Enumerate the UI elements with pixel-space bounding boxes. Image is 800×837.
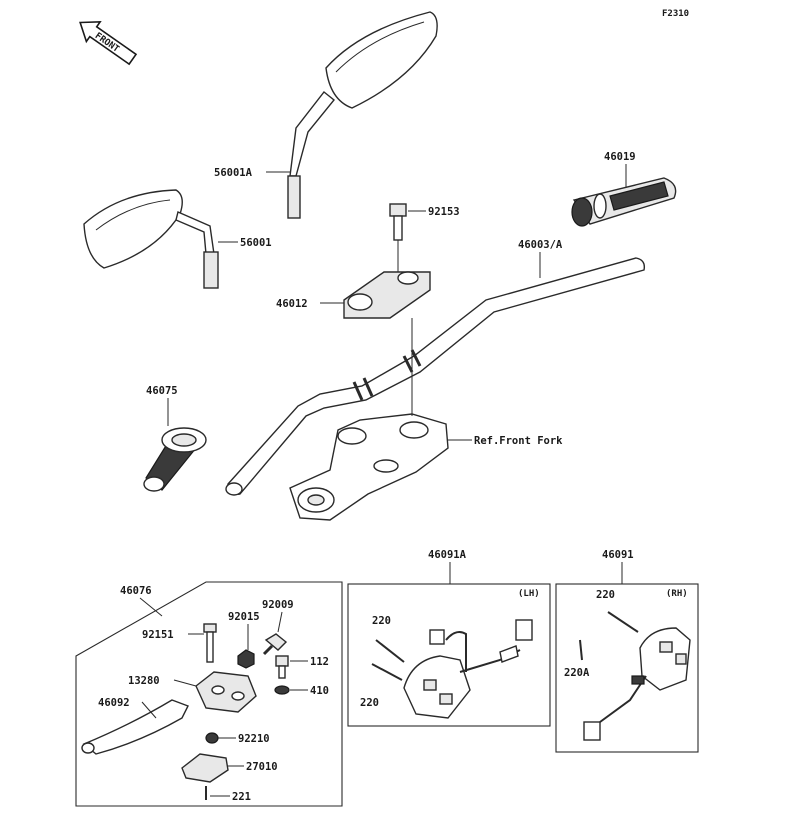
front-arrow-icon: FRONT — [79, 20, 138, 66]
figure-id: F2310 — [662, 9, 689, 19]
handlebar-46003a — [225, 257, 646, 496]
label-ref-front-fork: Ref.Front Fork — [474, 435, 563, 447]
bolt-112 — [275, 655, 289, 679]
label-46091: 46091 — [602, 549, 634, 561]
label-221: 221 — [232, 791, 251, 803]
label-220-rh: 220 — [596, 589, 615, 601]
screw-220-lh-bottom — [371, 663, 403, 681]
label-220-lh-bottom: 220 — [360, 697, 379, 709]
front-fork-clamp — [289, 413, 449, 521]
label-56001a: 56001A — [214, 167, 253, 179]
label-27010: 27010 — [246, 761, 278, 773]
label-46075: 46075 — [146, 385, 178, 397]
label-92009: 92009 — [262, 599, 294, 611]
label-46076: 46076 — [120, 585, 152, 597]
label-92015: 92015 — [228, 611, 260, 623]
label-92210: 92210 — [238, 733, 270, 745]
switch-lh-box — [347, 583, 551, 727]
label-rh-side: (RH) — [666, 589, 688, 599]
screw-220-lh-top — [375, 639, 405, 663]
label-410: 410 — [310, 685, 329, 697]
screw-220-rh — [607, 611, 639, 633]
grip-right-46019 — [571, 177, 677, 227]
handlebar-holder-46012 — [343, 271, 431, 319]
label-46012: 46012 — [276, 298, 308, 310]
switch-rh-46091 — [583, 627, 691, 741]
lever-assy-box — [75, 581, 343, 807]
label-13280: 13280 — [128, 675, 160, 687]
label-46092: 46092 — [98, 697, 130, 709]
label-56001: 56001 — [240, 237, 272, 249]
switch-rh-box — [555, 583, 699, 753]
label-46091a: 46091A — [428, 549, 467, 561]
washer-410 — [274, 685, 290, 695]
label-112: 112 — [310, 656, 329, 668]
label-92151: 92151 — [142, 629, 174, 641]
mirror-left — [83, 189, 219, 289]
screw-220a-rh — [579, 639, 583, 661]
grip-left-46075 — [143, 427, 207, 492]
label-220a-rh: 220A — [564, 667, 590, 679]
mirror-right — [287, 11, 438, 219]
clamp-27010 — [181, 753, 229, 783]
bolt-92151 — [203, 623, 217, 663]
lever-46092 — [81, 699, 189, 755]
lever-holder-13280 — [195, 671, 257, 713]
switch-lh-46091a — [403, 619, 533, 719]
label-46019: 46019 — [604, 151, 636, 163]
screw-92009 — [262, 633, 288, 656]
label-220-lh-top: 220 — [372, 615, 391, 627]
bolt-92153 — [389, 203, 407, 241]
label-92153: 92153 — [428, 206, 460, 218]
label-46003a: 46003/A — [518, 239, 563, 251]
collar-92210 — [205, 732, 219, 744]
nut-92015 — [237, 649, 255, 669]
label-lh-side: (LH) — [518, 589, 540, 599]
